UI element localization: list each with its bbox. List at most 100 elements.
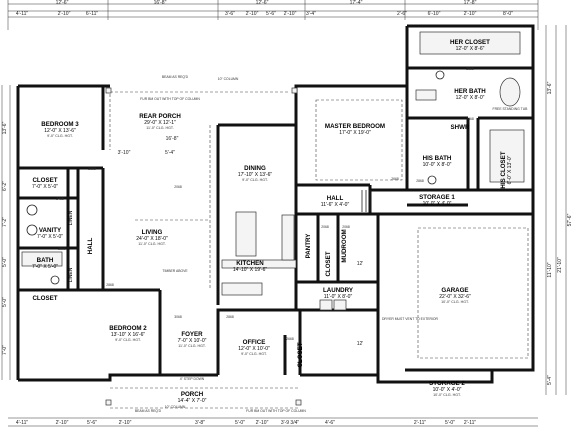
svg-text:HER CLOSET: HER CLOSET	[450, 39, 490, 46]
dim-left-5: 5'-0"	[2, 257, 8, 267]
svg-text:KITCHEN: KITCHEN	[236, 260, 264, 267]
dim-bottom-7: 2'-10"	[256, 420, 269, 426]
note-beam-top: BEAM AS REQ'D	[162, 75, 189, 79]
room-office: OFFICE 12'-0" X 10'-0" 9'-0" CLG. HGT.	[238, 339, 270, 356]
dim-left-2: 6'-2"	[2, 181, 8, 191]
interior-walls	[18, 66, 533, 375]
room-bath: BATH 7'-0" X 5'-0"	[32, 257, 58, 270]
svg-text:12'-0" X 13'-6": 12'-0" X 13'-6"	[44, 128, 76, 134]
door-code-4: 2868	[58, 247, 66, 251]
room-dining: DINING 17'-10" X 13'-6" 9'-0" CLG. HGT.	[238, 165, 273, 182]
toilet-icon-2	[50, 275, 60, 285]
svg-text:SHWR: SHWR	[451, 124, 470, 131]
svg-text:11'-6" X 4'-0": 11'-6" X 4'-0"	[321, 202, 350, 208]
dim-int-1: 16'-8"	[166, 136, 179, 142]
dim-right-3: 57'-6"	[567, 213, 573, 226]
svg-text:7'-0" X 5'-0": 7'-0" X 5'-0"	[32, 184, 58, 190]
room-hall-2: HALL 11'-6" X 4'-0"	[321, 195, 350, 208]
dim-bottom-4: 2'-10"	[119, 420, 132, 426]
room-vanity: VANITY 7'-0" X 5'-0"	[37, 227, 63, 240]
dim-left-4: 7'-2"	[2, 217, 8, 227]
svg-text:PORCH: PORCH	[181, 391, 204, 398]
room-laundry: LAUNDRY 11'-0" X 8'-0"	[323, 287, 354, 300]
svg-text:17'-10" X 13'-6": 17'-10" X 13'-6"	[238, 172, 273, 178]
svg-text:7'-0" X 5'-0": 7'-0" X 5'-0"	[32, 264, 58, 270]
dim-bottom-12: 2'-11"	[464, 420, 477, 426]
dim-bottom-6: 5'-0"	[235, 420, 245, 426]
svg-text:CLOSET: CLOSET	[297, 342, 304, 367]
svg-text:9'-0" CLG. HGT.: 9'-0" CLG. HGT.	[115, 338, 141, 342]
room-bedroom-3: BEDROOM 3 12'-0" X 13'-6" 9'-0" CLG. HGT…	[41, 121, 79, 138]
dim-detail-2: 2'-10"	[58, 11, 71, 17]
dim-top-5: 17'-8"	[464, 0, 477, 6]
range-icon	[221, 282, 263, 296]
svg-text:11'-0" CLG. HGT.: 11'-0" CLG. HGT.	[138, 242, 166, 246]
dim-detail-1: 4'-11"	[16, 11, 29, 17]
room-closet-1: CLOSET 7'-0" X 5'-0"	[32, 177, 58, 190]
dim-detail-8: 3'-4"	[306, 11, 316, 17]
dim-detail-9: 2'-6"	[397, 11, 407, 17]
svg-text:BEDROOM 3: BEDROOM 3	[41, 121, 79, 128]
svg-text:11'-0" CLG. HGT.: 11'-0" CLG. HGT.	[178, 344, 206, 348]
sink-icon-2	[26, 204, 38, 216]
dim-bottom-11: 5'-0"	[445, 420, 455, 426]
note-tub: FREE STANDING TUB	[493, 107, 529, 111]
door-code-1: 2868	[88, 167, 96, 171]
toilet-icon	[427, 175, 437, 185]
note-timber: TIMBER ABOVE	[162, 269, 188, 273]
dim-bottom-8: 3'-9 3/4"	[281, 420, 300, 426]
svg-text:17'-0" X 19'-0": 17'-0" X 19'-0"	[339, 130, 371, 136]
door-code-7: 2868	[226, 315, 234, 319]
svg-text:HIS CLOSET: HIS CLOSET	[500, 151, 507, 188]
svg-text:12'-0" X 8'-6": 12'-0" X 8'-6"	[456, 46, 485, 52]
svg-text:GARAGE: GARAGE	[441, 287, 468, 294]
note-dryer: DRYER MUST VENT TO EXTERIOR	[382, 317, 439, 321]
svg-text:6'-0" X 13'-0": 6'-0" X 13'-0"	[507, 155, 513, 184]
room-closet-4: CLOSET	[297, 342, 304, 367]
room-shwr: SHWR	[451, 124, 470, 131]
top-dimension-lines	[7, 0, 539, 30]
dim-left-8: 7'-0"	[2, 345, 8, 355]
svg-text:9'-0" CLG. HGT.: 9'-0" CLG. HGT.	[47, 134, 73, 138]
svg-text:CLOSET: CLOSET	[325, 251, 332, 276]
room-closet-2: CLOSET	[325, 251, 332, 276]
note-furr-top: FUR BM OUT WITH TOP OF COLUMN	[140, 97, 200, 101]
note-column-top: 10" COLUMN	[218, 77, 239, 81]
room-closet-3: CLOSET	[32, 295, 57, 302]
dim-left-7: 5'-0"	[2, 297, 8, 307]
svg-text:REAR PORCH: REAR PORCH	[139, 113, 181, 120]
door-code-13: 2868	[466, 67, 474, 71]
svg-text:HER BATH: HER BATH	[454, 88, 486, 95]
svg-text:STORAGE 1: STORAGE 1	[419, 194, 455, 201]
room-master-bedroom: MASTER BEDROOM 17'-0" X 19'-0"	[325, 123, 385, 136]
svg-text:9'-0" CLG. HGT.: 9'-0" CLG. HGT.	[242, 178, 268, 182]
door-code-6: 3068	[174, 315, 182, 319]
svg-text:VANITY: VANITY	[39, 227, 62, 234]
room-his-closet: HIS CLOSET 6'-0" X 13'-0"	[500, 151, 513, 188]
room-living: LIVING 24'-0" X 18'-0" 11'-0" CLG. HGT.	[136, 229, 168, 246]
steps-icon	[361, 190, 371, 212]
svg-text:14'-10" X 19'-6": 14'-10" X 19'-6"	[233, 267, 268, 273]
door-code-3: 2468	[56, 197, 64, 201]
rear-porch-columns	[105, 87, 302, 406]
svg-text:29'-0" X 12'-1": 29'-0" X 12'-1"	[144, 120, 176, 126]
room-kitchen: KITCHEN 14'-10" X 19'-6"	[233, 260, 268, 273]
dim-detail-5: 2'-10"	[246, 11, 259, 17]
svg-text:24'-0" X 18'-0": 24'-0" X 18'-0"	[136, 236, 168, 242]
dim-detail-7: 2'-10"	[284, 11, 297, 17]
svg-text:MUDROOM: MUDROOM	[341, 229, 348, 262]
dim-top-3: 12'-6"	[256, 0, 269, 6]
svg-text:LAUNDRY: LAUNDRY	[323, 287, 354, 294]
room-storage-2: STORAGE 2 10'-0" X 4'-0" 10'-0" CLG. HGT…	[429, 380, 465, 397]
room-garage: GARAGE 22'-0" X 32'-6" 10'-0" CLG. HGT.	[439, 287, 471, 304]
room-storage-1: STORAGE 1 10'-0" X 4'-0"	[419, 194, 455, 207]
room-mudroom: MUDROOM	[341, 229, 348, 262]
dim-left-1: 13'-6"	[2, 121, 8, 134]
svg-text:OFFICE: OFFICE	[243, 339, 266, 346]
dim-detail-10: 6'-10"	[428, 11, 441, 17]
room-hall-1: HALL	[87, 238, 94, 255]
svg-text:10'-0" CLG. HGT.: 10'-0" CLG. HGT.	[441, 300, 469, 304]
svg-text:11'-0" CLG. HGT.: 11'-0" CLG. HGT.	[146, 126, 174, 130]
sink-icon	[435, 70, 445, 80]
room-bedroom-2: BEDROOM 2 13'-10" X 16'-6" 9'-0" CLG. HG…	[109, 325, 147, 342]
